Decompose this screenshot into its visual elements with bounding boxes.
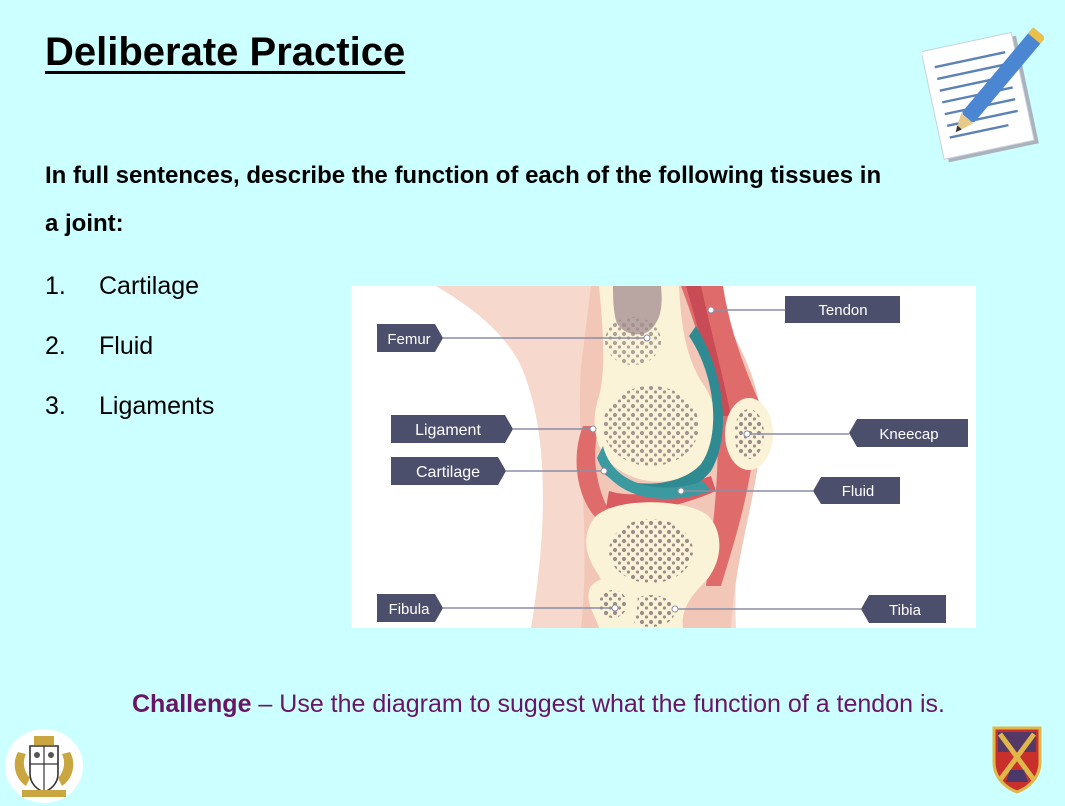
shield-crest-icon bbox=[992, 726, 1042, 794]
label-fibula: Fibula bbox=[389, 601, 431, 618]
knee-joint-diagram: Tendon Femur Ligament Cartilage Kneecap … bbox=[351, 286, 976, 628]
school-crest-icon bbox=[5, 729, 83, 803]
label-tendon: Tendon bbox=[818, 302, 867, 319]
notepad-pencil-icon bbox=[922, 27, 1044, 163]
label-femur: Femur bbox=[387, 331, 430, 348]
list-item: 2.Fluid bbox=[45, 332, 154, 360]
label-fluid: Fluid bbox=[842, 483, 875, 500]
tissue-list: 1.Cartilage 2.Fluid 3.Ligaments bbox=[45, 265, 214, 445]
list-item: 3.Ligaments bbox=[45, 392, 215, 420]
label-ligament: Ligament bbox=[415, 422, 481, 439]
instruction-text: In full sentences, describe the function… bbox=[45, 162, 882, 237]
label-kneecap: Kneecap bbox=[879, 426, 938, 443]
page-title: Deliberate Practice bbox=[45, 30, 406, 74]
list-item: 1.Cartilage bbox=[45, 272, 200, 300]
challenge-text: Challenge – Use the diagram to suggest w… bbox=[132, 690, 945, 718]
label-cartilage: Cartilage bbox=[416, 464, 480, 481]
label-tibia: Tibia bbox=[889, 602, 922, 619]
